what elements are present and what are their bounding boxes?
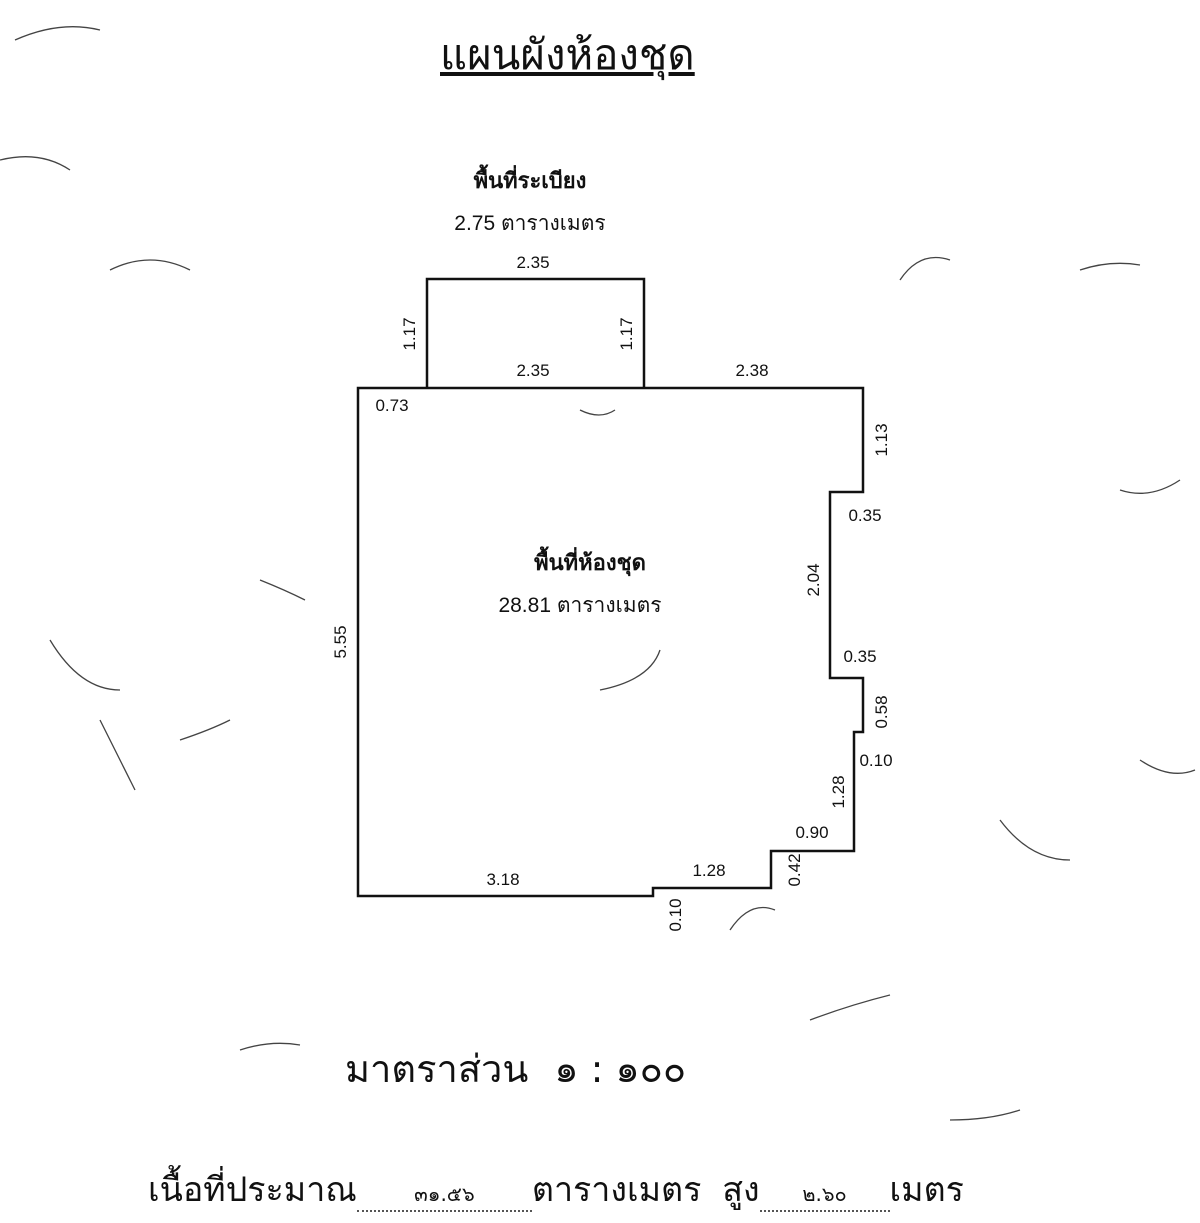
dim-right-4: 1.28 xyxy=(829,775,848,808)
dim-right-3: 0.58 xyxy=(872,695,891,728)
dim-balcony-right: 1.17 xyxy=(617,317,636,350)
dim-step-4: 0.90 xyxy=(795,823,828,842)
dim-right-1: 1.13 xyxy=(872,423,891,456)
balcony-label: พื้นที่ระเบียง xyxy=(474,164,587,194)
dim-step-3: 0.10 xyxy=(859,751,892,770)
area-unit: ตารางเมตร xyxy=(531,1170,702,1210)
dim-top-left: 0.73 xyxy=(375,396,408,415)
room-label: พื้นที่ห้องชุด xyxy=(534,546,646,577)
dim-step-2: 0.35 xyxy=(843,647,876,666)
dim-bottom-1: 1.28 xyxy=(692,861,725,880)
room-outline xyxy=(356,386,865,898)
dim-balcony-top: 2.35 xyxy=(516,253,549,272)
dim-right-2: 2.04 xyxy=(804,563,823,596)
dim-top-right: 2.38 xyxy=(735,361,768,380)
area-summary: เนื้อที่ประมาณ๓๑.๕๖ตารางเมตร สูง๒.๖๐เมตร xyxy=(148,1162,964,1216)
room-area: 28.81 ตารางเมตร xyxy=(498,594,661,617)
scale-line: มาตราส่วน ๑ : ๑๐๐ xyxy=(345,1038,686,1099)
dim-step-1: 0.35 xyxy=(848,506,881,525)
dim-balcony-bottom: 2.35 xyxy=(516,361,549,380)
height-value: ๒.๖๐ xyxy=(759,1178,890,1212)
dim-left: 5.55 xyxy=(331,625,350,658)
dim-bottom-2: 3.18 xyxy=(486,870,519,889)
paper-texture-scribbles xyxy=(0,26,1196,1121)
scale-value: ๑ : ๑๐๐ xyxy=(554,1047,687,1091)
dim-balcony-left: 1.17 xyxy=(400,317,419,350)
height-label: สูง xyxy=(722,1170,760,1210)
balcony-outline xyxy=(425,277,646,388)
scale-label: มาตราส่วน xyxy=(345,1047,529,1091)
area-label: เนื้อที่ประมาณ xyxy=(148,1170,357,1210)
floor-outline xyxy=(356,277,865,898)
page-title: แผนผังห้องชุด xyxy=(440,30,695,79)
dim-right-5: 0.42 xyxy=(785,853,804,886)
dim-step-5: 0.10 xyxy=(666,898,685,931)
area-value: ๓๑.๕๖ xyxy=(356,1178,532,1212)
balcony-area: 2.75 ตารางเมตร xyxy=(454,212,605,235)
height-unit: เมตร xyxy=(889,1170,964,1210)
